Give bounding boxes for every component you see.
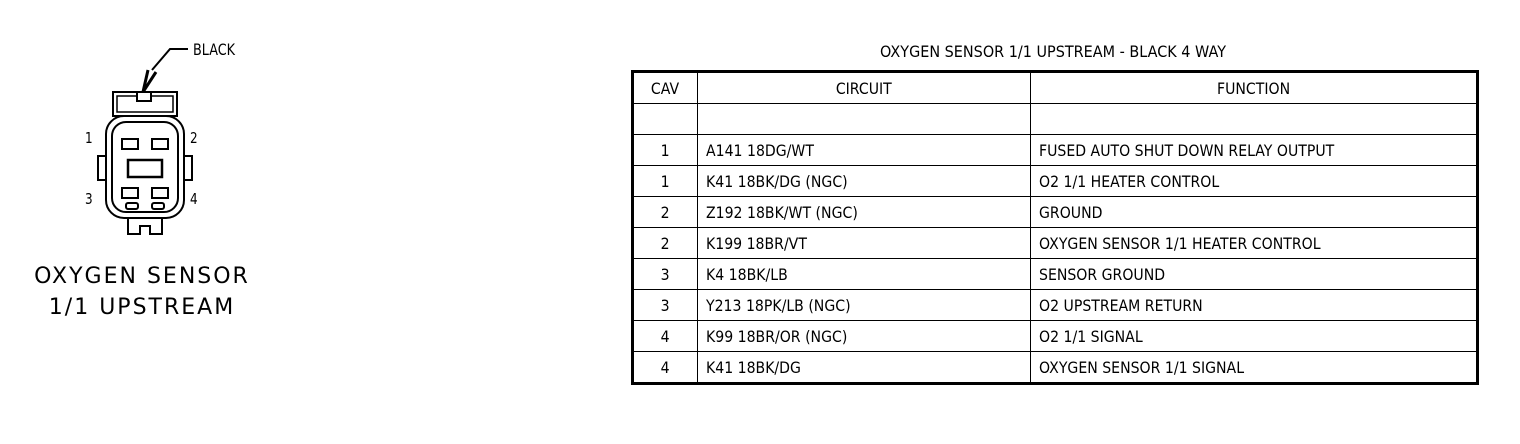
cell-cav: 4 bbox=[632, 320, 698, 352]
table-row: 3 K4 18BK/LB SENSOR GROUND bbox=[632, 258, 1478, 290]
table-row bbox=[632, 103, 1478, 135]
cell-cav: 2 bbox=[632, 196, 698, 228]
cell-cav: 1 bbox=[632, 165, 698, 197]
cavity-1 bbox=[121, 138, 139, 150]
header-circuit: CIRCUIT bbox=[697, 71, 1031, 104]
table-row: 4 K99 18BR/OR (NGC) O2 1/1 SIGNAL bbox=[632, 320, 1478, 352]
table-row: 1 K41 18BK/DG (NGC) O2 1/1 HEATER CONTRO… bbox=[632, 165, 1478, 197]
cell-function: GROUND bbox=[1030, 196, 1478, 228]
cell-circuit: K41 18BK/DG bbox=[697, 351, 1031, 384]
cavity-3 bbox=[121, 187, 139, 199]
cell-function: O2 UPSTREAM RETURN bbox=[1030, 289, 1478, 321]
cell-cav bbox=[632, 103, 698, 135]
cell-function: SENSOR GROUND bbox=[1030, 258, 1478, 290]
cell-cav: 1 bbox=[632, 134, 698, 166]
cavity-2 bbox=[151, 138, 169, 150]
connector-body bbox=[105, 115, 185, 219]
cell-circuit bbox=[697, 103, 1031, 135]
color-leader-line bbox=[151, 48, 188, 71]
table-row: 2 Z192 18BK/WT (NGC) GROUND bbox=[632, 196, 1478, 228]
cell-cav: 3 bbox=[632, 289, 698, 321]
table-row: 3 Y213 18PK/LB (NGC) O2 UPSTREAM RETURN bbox=[632, 289, 1478, 321]
cell-circuit: Z192 18BK/WT (NGC) bbox=[697, 196, 1031, 228]
cell-function bbox=[1030, 103, 1478, 135]
connector-key bbox=[127, 218, 163, 235]
pinout-table: CAV CIRCUIT FUNCTION 1 A141 18DG/WT FUSE… bbox=[631, 70, 1479, 385]
cell-circuit: K4 18BK/LB bbox=[697, 258, 1031, 290]
header-function: FUNCTION bbox=[1030, 71, 1478, 104]
cell-circuit: K41 18BK/DG (NGC) bbox=[697, 165, 1031, 197]
table-title: OXYGEN SENSOR 1/1 UPSTREAM - BLACK 4 WAY bbox=[879, 42, 1227, 61]
table-row: 1 A141 18DG/WT FUSED AUTO SHUT DOWN RELA… bbox=[632, 134, 1478, 166]
cavity-center bbox=[126, 158, 164, 179]
color-leader-arrow bbox=[141, 69, 158, 93]
connector-title-line1: OXYGEN SENSOR bbox=[34, 264, 250, 289]
pin-label-3: 3 bbox=[85, 190, 93, 208]
table-row: 4 K41 18BK/DG OXYGEN SENSOR 1/1 SIGNAL bbox=[632, 351, 1478, 384]
cell-circuit: A141 18DG/WT bbox=[697, 134, 1031, 166]
table-row: 2 K199 18BR/VT OXYGEN SENSOR 1/1 HEATER … bbox=[632, 227, 1478, 259]
cell-function: FUSED AUTO SHUT DOWN RELAY OUTPUT bbox=[1030, 134, 1478, 166]
cell-function: O2 1/1 HEATER CONTROL bbox=[1030, 165, 1478, 197]
connector-drawing bbox=[97, 48, 193, 235]
cavity-4 bbox=[151, 187, 169, 199]
cell-cav: 2 bbox=[632, 227, 698, 259]
cell-circuit: K99 18BR/OR (NGC) bbox=[697, 320, 1031, 352]
pin-label-1: 1 bbox=[85, 129, 93, 147]
cell-circuit: Y213 18PK/LB (NGC) bbox=[697, 289, 1031, 321]
header-cav: CAV bbox=[632, 71, 698, 104]
cell-cav: 4 bbox=[632, 351, 698, 384]
cell-function: OXYGEN SENSOR 1/1 HEATER CONTROL bbox=[1030, 227, 1478, 259]
cell-circuit: K199 18BR/VT bbox=[697, 227, 1031, 259]
cell-function: OXYGEN SENSOR 1/1 SIGNAL bbox=[1030, 351, 1478, 384]
pin-label-4: 4 bbox=[190, 190, 198, 208]
connector-color-label: BLACK bbox=[193, 40, 236, 59]
connector-title-line2: 1/1 UPSTREAM bbox=[48, 295, 236, 320]
cell-cav: 3 bbox=[632, 258, 698, 290]
table-header-row: CAV CIRCUIT FUNCTION bbox=[632, 71, 1478, 104]
pin-label-2: 2 bbox=[190, 129, 198, 147]
cell-function: O2 1/1 SIGNAL bbox=[1030, 320, 1478, 352]
